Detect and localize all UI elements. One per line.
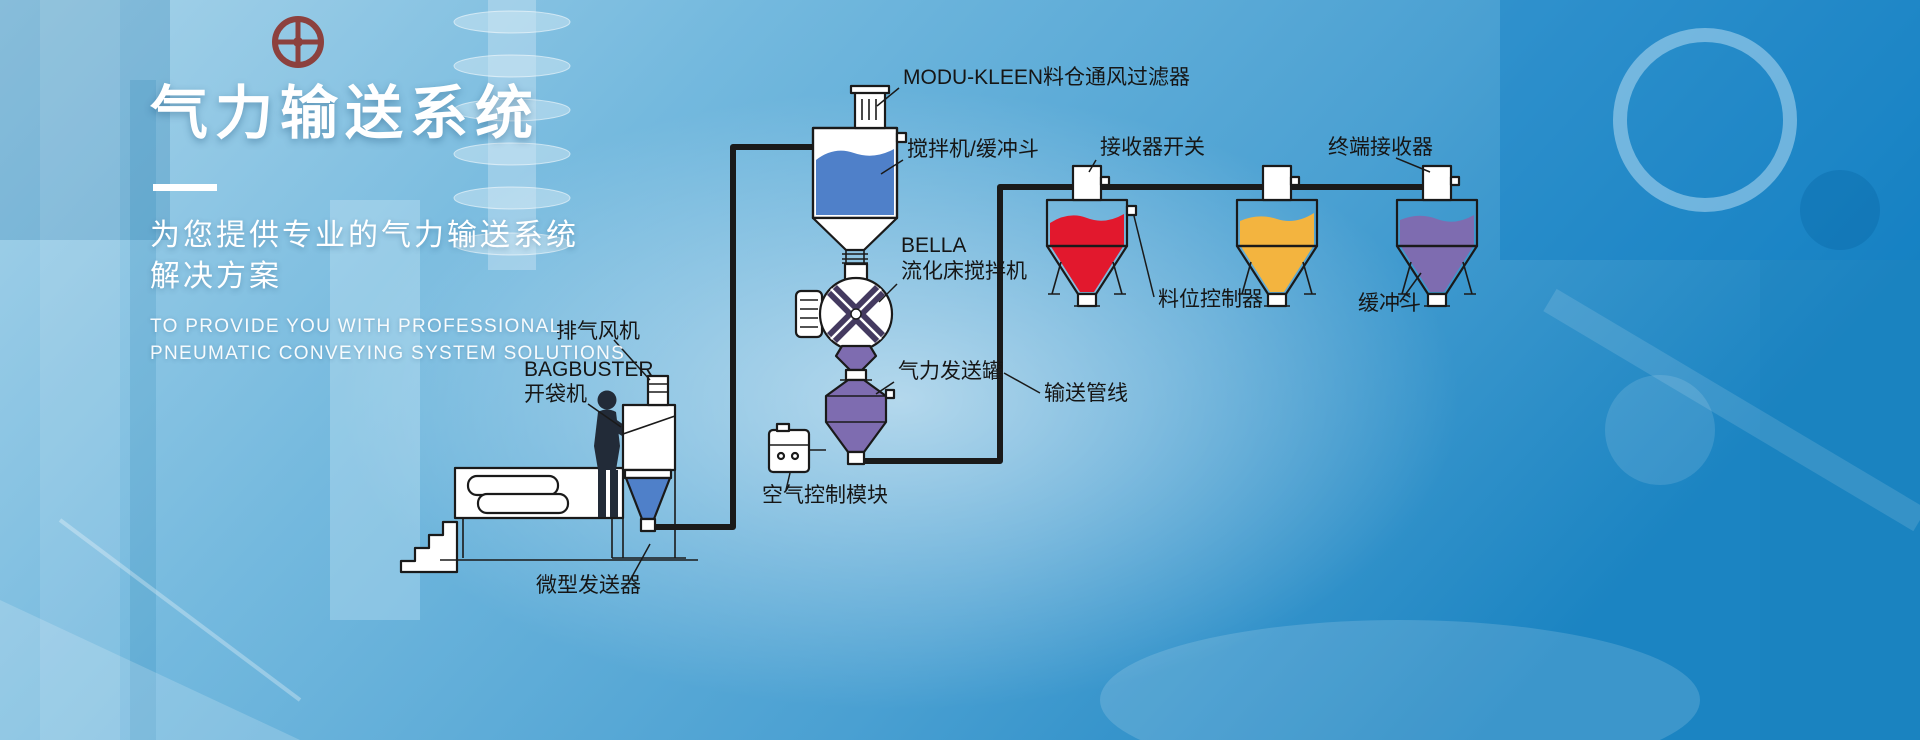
motor-fins [800,299,818,328]
label-air-control: 空气控制模块 [762,484,888,507]
leader-bagbuster [587,403,622,428]
bagbuster-station [399,374,698,574]
receiver-red-outlet [1076,292,1098,308]
receiver-red-fill [1050,214,1124,292]
bg-center-haze [340,90,1460,710]
label-exhaust-fan: 排气风机 [556,320,640,343]
leader-pneumatic-tank [875,381,895,395]
conveying-pipeline [860,184,1437,464]
receiver-purple-outlet [1426,292,1448,308]
receiver-red-inlet-valve [1071,164,1103,202]
leader-pipeline [1003,372,1041,394]
mixer-discharge-funnel [834,344,878,372]
micro-sender-cone [624,476,672,521]
subtitle-line-1: 为您提供专业的气力输送系统 [150,219,579,252]
diagram-labels: MODU-KLEEN料仓通风过滤器 搅拌机/缓冲斗 BELLA 流化床搅拌机 气… [524,66,1433,597]
sender-frame [612,470,686,559]
fan-ridges [648,383,668,393]
bg-valve-wheel [272,16,324,68]
hopper-chute-line [622,415,676,435]
english-tagline-line-1: TO PROVIDE YOU WITH PROFESSIONAL [150,316,562,337]
receiver-yellow-valve-fitting [1289,175,1301,187]
receiver-yellow-outlet [1266,292,1288,308]
leader-air-control [785,472,791,491]
leader-buffer-hopper [1399,272,1422,303]
mixer-motor [794,289,824,339]
tank-seams [826,395,886,423]
bin-vent-filter [853,90,887,130]
subtitle-line-2: 解决方案 [150,260,282,293]
title-divider [153,184,217,191]
label-modu-kleen-filter: MODU-KLEEN料仓通风过滤器 [903,66,1190,89]
leader-exhaust-fan [613,339,651,381]
label-receiver-switch: 接收器开关 [1100,136,1205,159]
bag-opener-hopper [621,403,677,472]
stairs [399,520,459,574]
bella-fluidized-mixer [794,262,894,372]
hero-text-block: 气力输送系统 为您提供专业的气力输送系统 解决方案 TO PROVIDE YOU… [150,82,625,367]
label-bagbuster-line2: 开袋机 [524,383,587,406]
leader-micro-sender [627,543,651,585]
receiver-red [1045,164,1138,308]
receiver-purple-valve-fitting [1449,175,1461,187]
receiver-yellow-legs [1238,261,1316,295]
leader-modu-kleen [876,87,900,107]
leader-bella [878,283,898,303]
level-sensor [1125,204,1138,217]
leader-mixer-buffer [880,159,904,175]
filter-cap [849,84,891,95]
label-terminal-receiver: 终端接收器 [1328,136,1433,159]
label-bagbuster-line1: BAGBUSTER [524,358,654,381]
label-mixer-buffer: 搅拌机/缓冲斗 [907,138,1039,161]
bag-bottom [476,492,570,515]
module-box [767,428,811,474]
mixer-hub [850,308,862,320]
hopper-side-fitting [895,131,908,144]
receiver-red-legs [1048,261,1126,295]
label-micro-sender: 微型发送器 [536,574,641,597]
receiver-purple-fill [1400,215,1474,292]
feed-pipe [650,144,813,530]
module-knob-left [776,451,786,461]
receiver-yellow-fill [1240,213,1314,292]
pneumatic-sending-tank [824,368,896,466]
tank-side-fitting [884,388,896,400]
label-pneumatic-tank: 气力发送罐 [898,360,1003,383]
micro-sender-flange [623,468,673,480]
tank-outlet [846,450,866,466]
bag-top [466,474,560,497]
air-control-module [767,422,826,474]
label-bella-line1: BELLA [901,234,966,257]
tank-neck [844,368,868,382]
mixer-buffer-hopper [811,84,908,266]
receiver-yellow-inlet-valve [1261,164,1293,202]
leader-lines [587,87,1431,585]
tank-vessel [824,378,888,454]
page-title: 气力输送系统 [150,81,541,146]
receiver-purple [1395,164,1479,308]
operator-person [594,390,634,517]
table-legs [440,518,698,561]
hopper-material-fill [816,149,894,215]
english-tagline-line-2: PNEUMATIC CONVEYING SYSTEM SOLUTIONS [150,343,626,364]
label-buffer-hopper: 缓冲斗 [1358,292,1421,315]
filter-slots [861,99,877,120]
label-level-controller: 料位控制器 [1158,288,1263,311]
micro-sender-outlet [639,517,657,533]
leader-level-controller [1133,215,1155,298]
module-knob-right [790,451,800,461]
receiver-red-valve-fitting [1099,175,1111,187]
leader-terminal-receiver [1395,157,1431,173]
label-bella-line2: 流化床搅拌机 [901,260,1027,283]
flex-bellows [842,250,868,266]
receiver-yellow [1235,164,1319,308]
hopper-cone [811,216,899,252]
receiver-purple-legs [1398,261,1476,295]
label-pipeline: 输送管线 [1044,382,1128,405]
leader-receiver-switch [1088,159,1097,173]
module-tab [775,422,791,433]
